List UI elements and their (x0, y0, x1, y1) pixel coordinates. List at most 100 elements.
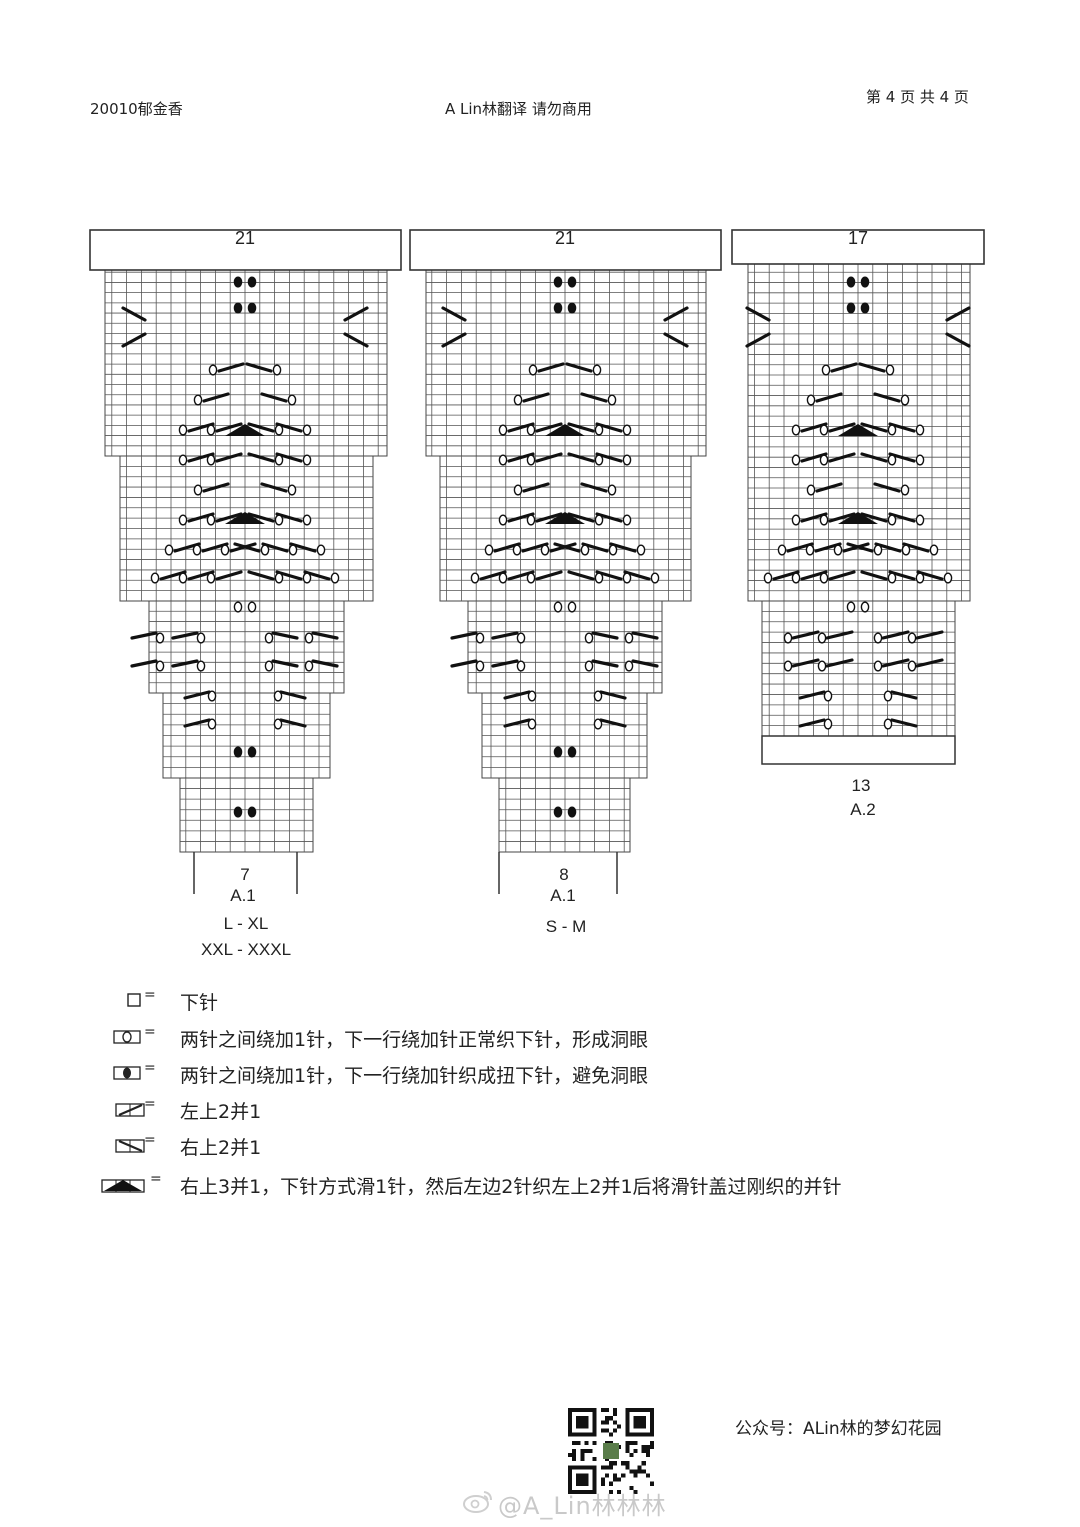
yarn-over-hole-mark (592, 364, 602, 376)
yarn-over-hole-mark (192, 544, 202, 556)
yarn-over-hole-mark (819, 514, 829, 526)
yarn-over-hole-mark (207, 690, 217, 702)
yarn-over-hole-mark (484, 544, 494, 556)
legend-equals: = (144, 987, 156, 1003)
yarn-over-twisted-mark (247, 806, 257, 818)
legend-item: = 两针之间绕加1针，下一行绕加针正常织下针，形成洞眼 (100, 1024, 648, 1051)
yarn-over-hole-mark (206, 424, 216, 436)
decrease-mark (828, 570, 856, 581)
yarn-over-hole-mark (806, 484, 816, 496)
yarn-over-hole-mark (178, 572, 188, 584)
decrease-mark (503, 718, 531, 728)
decrease-mark (567, 452, 595, 463)
yarn-over-hole-mark (553, 601, 563, 613)
header-translator-note: A Lin林翻译 请勿商用 (445, 100, 592, 118)
decrease-mark (915, 630, 944, 640)
yarn-over-hole-mark (206, 572, 216, 584)
yarn-over-hole-mark (193, 484, 203, 496)
decrease-mark (279, 718, 307, 728)
decrease-mark (791, 658, 820, 668)
yarn-over-hole-mark (915, 454, 925, 466)
decrease-mark (450, 659, 478, 668)
legend-item: = 左上2并1 (100, 1096, 261, 1123)
decrease-mark (215, 452, 243, 463)
yarn-over-hole-mark (900, 484, 910, 496)
yarn-over-hole-mark (498, 424, 508, 436)
yarn-over-hole-mark (274, 424, 284, 436)
yarn-over-hole-mark (622, 514, 632, 526)
decrease-mark (247, 512, 275, 523)
decrease-mark (343, 332, 369, 348)
knit-square-icon (127, 993, 141, 1007)
yarn-over-hole-mark (527, 718, 537, 730)
yarn-over-hole-mark (498, 454, 508, 466)
yarn-over-hole-mark (193, 394, 203, 406)
decrease-mark (260, 392, 288, 403)
yarn-over-hole-mark (526, 424, 536, 436)
yarn-over-hole-mark (887, 454, 897, 466)
legend-equals: = (150, 1171, 162, 1187)
yarn-over-hole-mark (594, 454, 604, 466)
yarn-over-hole-mark (196, 632, 206, 644)
chart-a2: 17 13 A.2 (731, 228, 985, 819)
yarn-over-hole-mark (274, 572, 284, 584)
chart-grid (747, 261, 971, 737)
yarn-over-hole-mark (247, 601, 257, 613)
decrease-mark (915, 658, 944, 668)
decrease-mark (828, 452, 856, 463)
yarn-over-hole-mark (527, 690, 537, 702)
chart-top-count: 21 (235, 228, 255, 248)
decrease-mark (631, 631, 659, 640)
yarn-over-hole-mark (584, 632, 594, 644)
legend-item: = 下针 (100, 987, 218, 1014)
yarn-over-hole-mark (260, 544, 270, 556)
chart-bottom-count: 8 (559, 865, 568, 884)
yarn-over-twisted-mark (553, 302, 563, 314)
yarn-over-hole-mark (584, 660, 594, 672)
yarn-over-hole-mark (883, 718, 893, 730)
yarn-over-hole-mark (302, 514, 312, 526)
yarn-over-hole-mark (594, 424, 604, 436)
yarn-over-hole-mark (150, 572, 160, 584)
yarn-over-hole-mark (512, 544, 522, 556)
decrease-mark (503, 690, 531, 700)
yarn-over-hole-mark (791, 572, 801, 584)
yarn-over-hole-mark (207, 718, 217, 730)
decrease-mark (860, 570, 888, 581)
decrease-mark (130, 659, 158, 668)
yarn-over-hole-mark (806, 394, 816, 406)
yarn-over-hole-mark (900, 394, 910, 406)
yarn-over-twisted-mark (553, 746, 563, 758)
yarn-over-hole-mark (622, 424, 632, 436)
decrease-mark (537, 362, 565, 373)
yarn-over-hole-mark (624, 632, 634, 644)
decrease-mark (183, 718, 211, 728)
decrease-mark (663, 306, 689, 322)
decrease-mark (217, 362, 245, 373)
yarn-over-hole-mark (636, 544, 646, 556)
yarn-over-hole-mark (274, 454, 284, 466)
decrease-mark (873, 482, 901, 493)
legend-text: 下针 (180, 991, 219, 1014)
decrease-mark (567, 512, 595, 523)
yarn-over-twisted-mark (233, 302, 243, 314)
decrease-mark (535, 422, 563, 433)
yarn-over-twisted-mark (247, 276, 257, 288)
decrease-mark (343, 306, 369, 322)
decrease-mark (591, 631, 619, 640)
chart-size-1: S - M (546, 917, 587, 936)
chart-size-1: L - XL (224, 914, 269, 933)
sk2p-mark (838, 424, 878, 436)
decrease-mark (535, 512, 563, 523)
yarn-over-hole-mark (178, 454, 188, 466)
decrease-mark (311, 631, 339, 640)
legend-text: 右上2并1 (180, 1136, 262, 1159)
yarn-over-hole-mark (823, 718, 833, 730)
yarn-over-hole-mark (513, 394, 523, 406)
yarn-over-twisted-mark (247, 302, 257, 314)
decrease-mark (828, 512, 856, 523)
chart-label: A.1 (550, 886, 576, 905)
yarn-over-hole-mark (817, 632, 827, 644)
yarn-over-hole-mark (233, 601, 243, 613)
yarn-over-hole-mark (607, 394, 617, 406)
